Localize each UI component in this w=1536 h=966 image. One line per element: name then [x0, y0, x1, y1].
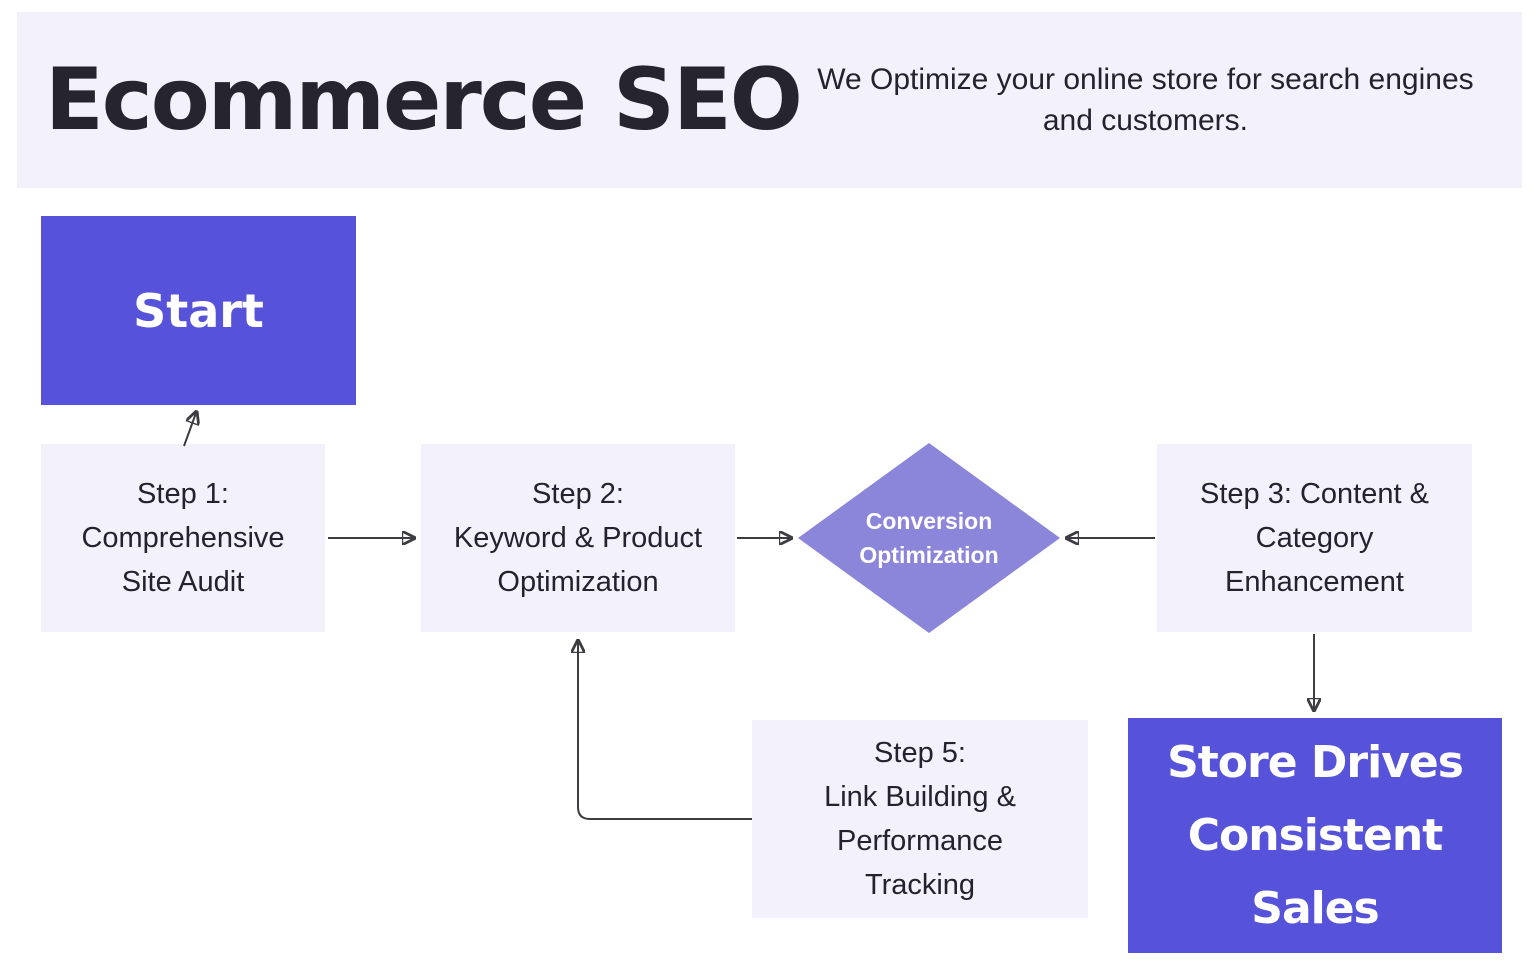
step2-label-line: Optimization [497, 566, 659, 598]
end-node-label-line: Consistent [1187, 810, 1444, 861]
step3-label-line: Enhancement [1225, 566, 1404, 598]
step5-label-line: Performance [836, 825, 1003, 857]
step5-label-line: Tracking [864, 869, 976, 901]
step2-node: Step 2: Keyword & Product Optimization [421, 444, 735, 632]
conversion-optimization-decision-node: Conversion Optimization [798, 443, 1060, 633]
start-node-label: Start [133, 283, 264, 338]
step5-label-line: Step 5: [874, 737, 966, 769]
page-title: Ecommerce SEO [45, 50, 803, 150]
header-subtitle-line: search engines and customers. [1042, 63, 1474, 137]
decision-label-line: Optimization [859, 542, 999, 568]
end-node: Store Drives Consistent Sales [1128, 718, 1502, 953]
header-subtitle: We Optimize your online store for search… [801, 59, 1490, 141]
step3-label-line: Category [1255, 522, 1374, 554]
connector-step1-to-start [183, 413, 196, 447]
step5-label-line: Link Building & [824, 781, 1016, 813]
connector-step5-to-step2 [578, 642, 752, 820]
header-subtitle-line: We Optimize your online store for [817, 63, 1262, 96]
step3-label-line: Step 3: Content & [1200, 478, 1429, 510]
diamond-shape [798, 443, 1060, 633]
step3-node: Step 3: Content & Category Enhancement [1157, 444, 1472, 632]
step5-node: Step 5: Link Building & Performance Trac… [752, 720, 1088, 918]
step1-label-line: Site Audit [121, 566, 245, 598]
start-node: Start [41, 216, 356, 405]
decision-label: Conversion Optimization [859, 504, 998, 572]
header-banner: Ecommerce SEO We Optimize your online st… [17, 12, 1522, 188]
decision-label-line: Conversion [865, 508, 993, 534]
step2-label-line: Step 2: [532, 478, 624, 510]
step1-label-line: Step 1: [137, 478, 229, 510]
step1-label-line: Comprehensive [81, 522, 285, 554]
end-node-label-line: Store Drives [1167, 737, 1464, 788]
end-node-label-line: Sales [1251, 883, 1379, 934]
step1-node: Step 1: Comprehensive Site Audit [41, 444, 325, 632]
step2-label-line: Keyword & Product [453, 522, 703, 554]
